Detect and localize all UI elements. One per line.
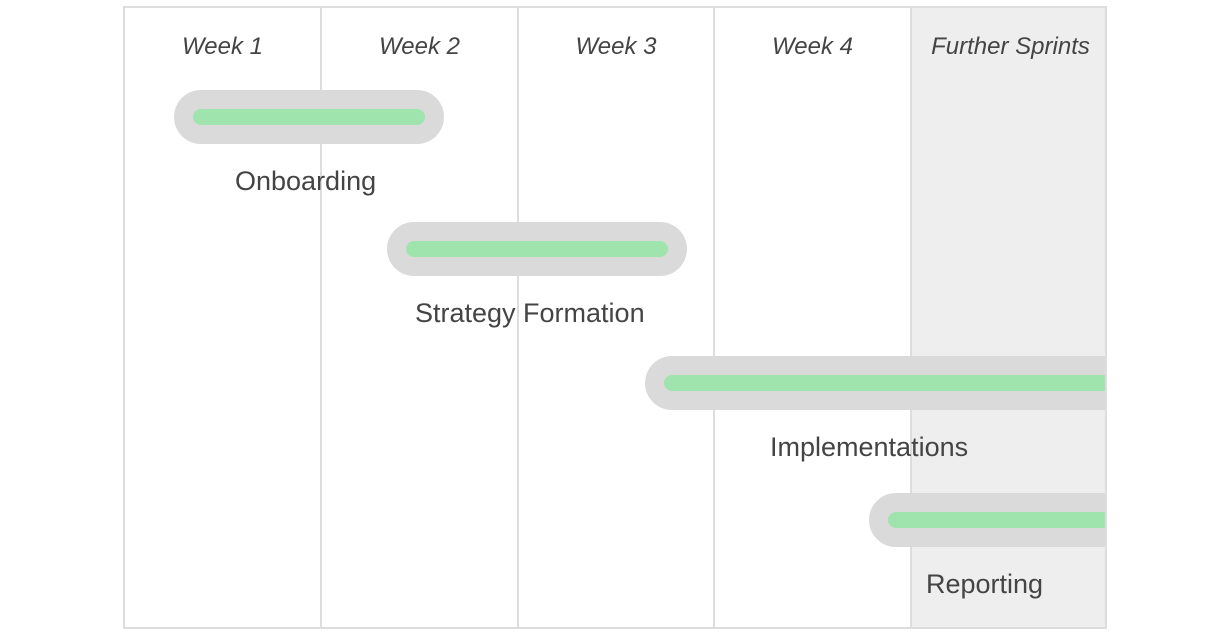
column-week-4: Week 4 bbox=[715, 8, 912, 627]
column-week-3: Week 3 bbox=[519, 8, 715, 627]
task-label-reporting: Reporting bbox=[926, 569, 1044, 599]
task-progress bbox=[406, 241, 668, 257]
task-bar-strategy-formation[interactable] bbox=[387, 222, 687, 276]
task-bar-onboarding[interactable] bbox=[174, 90, 444, 144]
column-header: Week 2 bbox=[379, 33, 460, 60]
task-bar-reporting[interactable] bbox=[869, 493, 1105, 547]
task-progress bbox=[888, 512, 1105, 528]
task-label-onboarding: Onboarding bbox=[235, 166, 377, 196]
column-header: Further Sprints bbox=[931, 33, 1090, 60]
gantt-chart: Week 1 Week 2 Week 3 Week 4 Further Spri… bbox=[123, 6, 1107, 629]
column-header: Week 1 bbox=[182, 33, 263, 60]
task-label-implementations: Implementations bbox=[770, 432, 969, 462]
task-bar-implementations[interactable] bbox=[645, 356, 1105, 410]
task-progress bbox=[193, 109, 425, 125]
column-header: Week 3 bbox=[575, 33, 657, 60]
task-label-strategy-formation: Strategy Formation bbox=[415, 298, 645, 328]
column-week-2: Week 2 bbox=[322, 8, 519, 627]
column-week-1: Week 1 bbox=[125, 8, 322, 627]
task-progress bbox=[664, 375, 1105, 391]
column-header: Week 4 bbox=[772, 33, 853, 60]
